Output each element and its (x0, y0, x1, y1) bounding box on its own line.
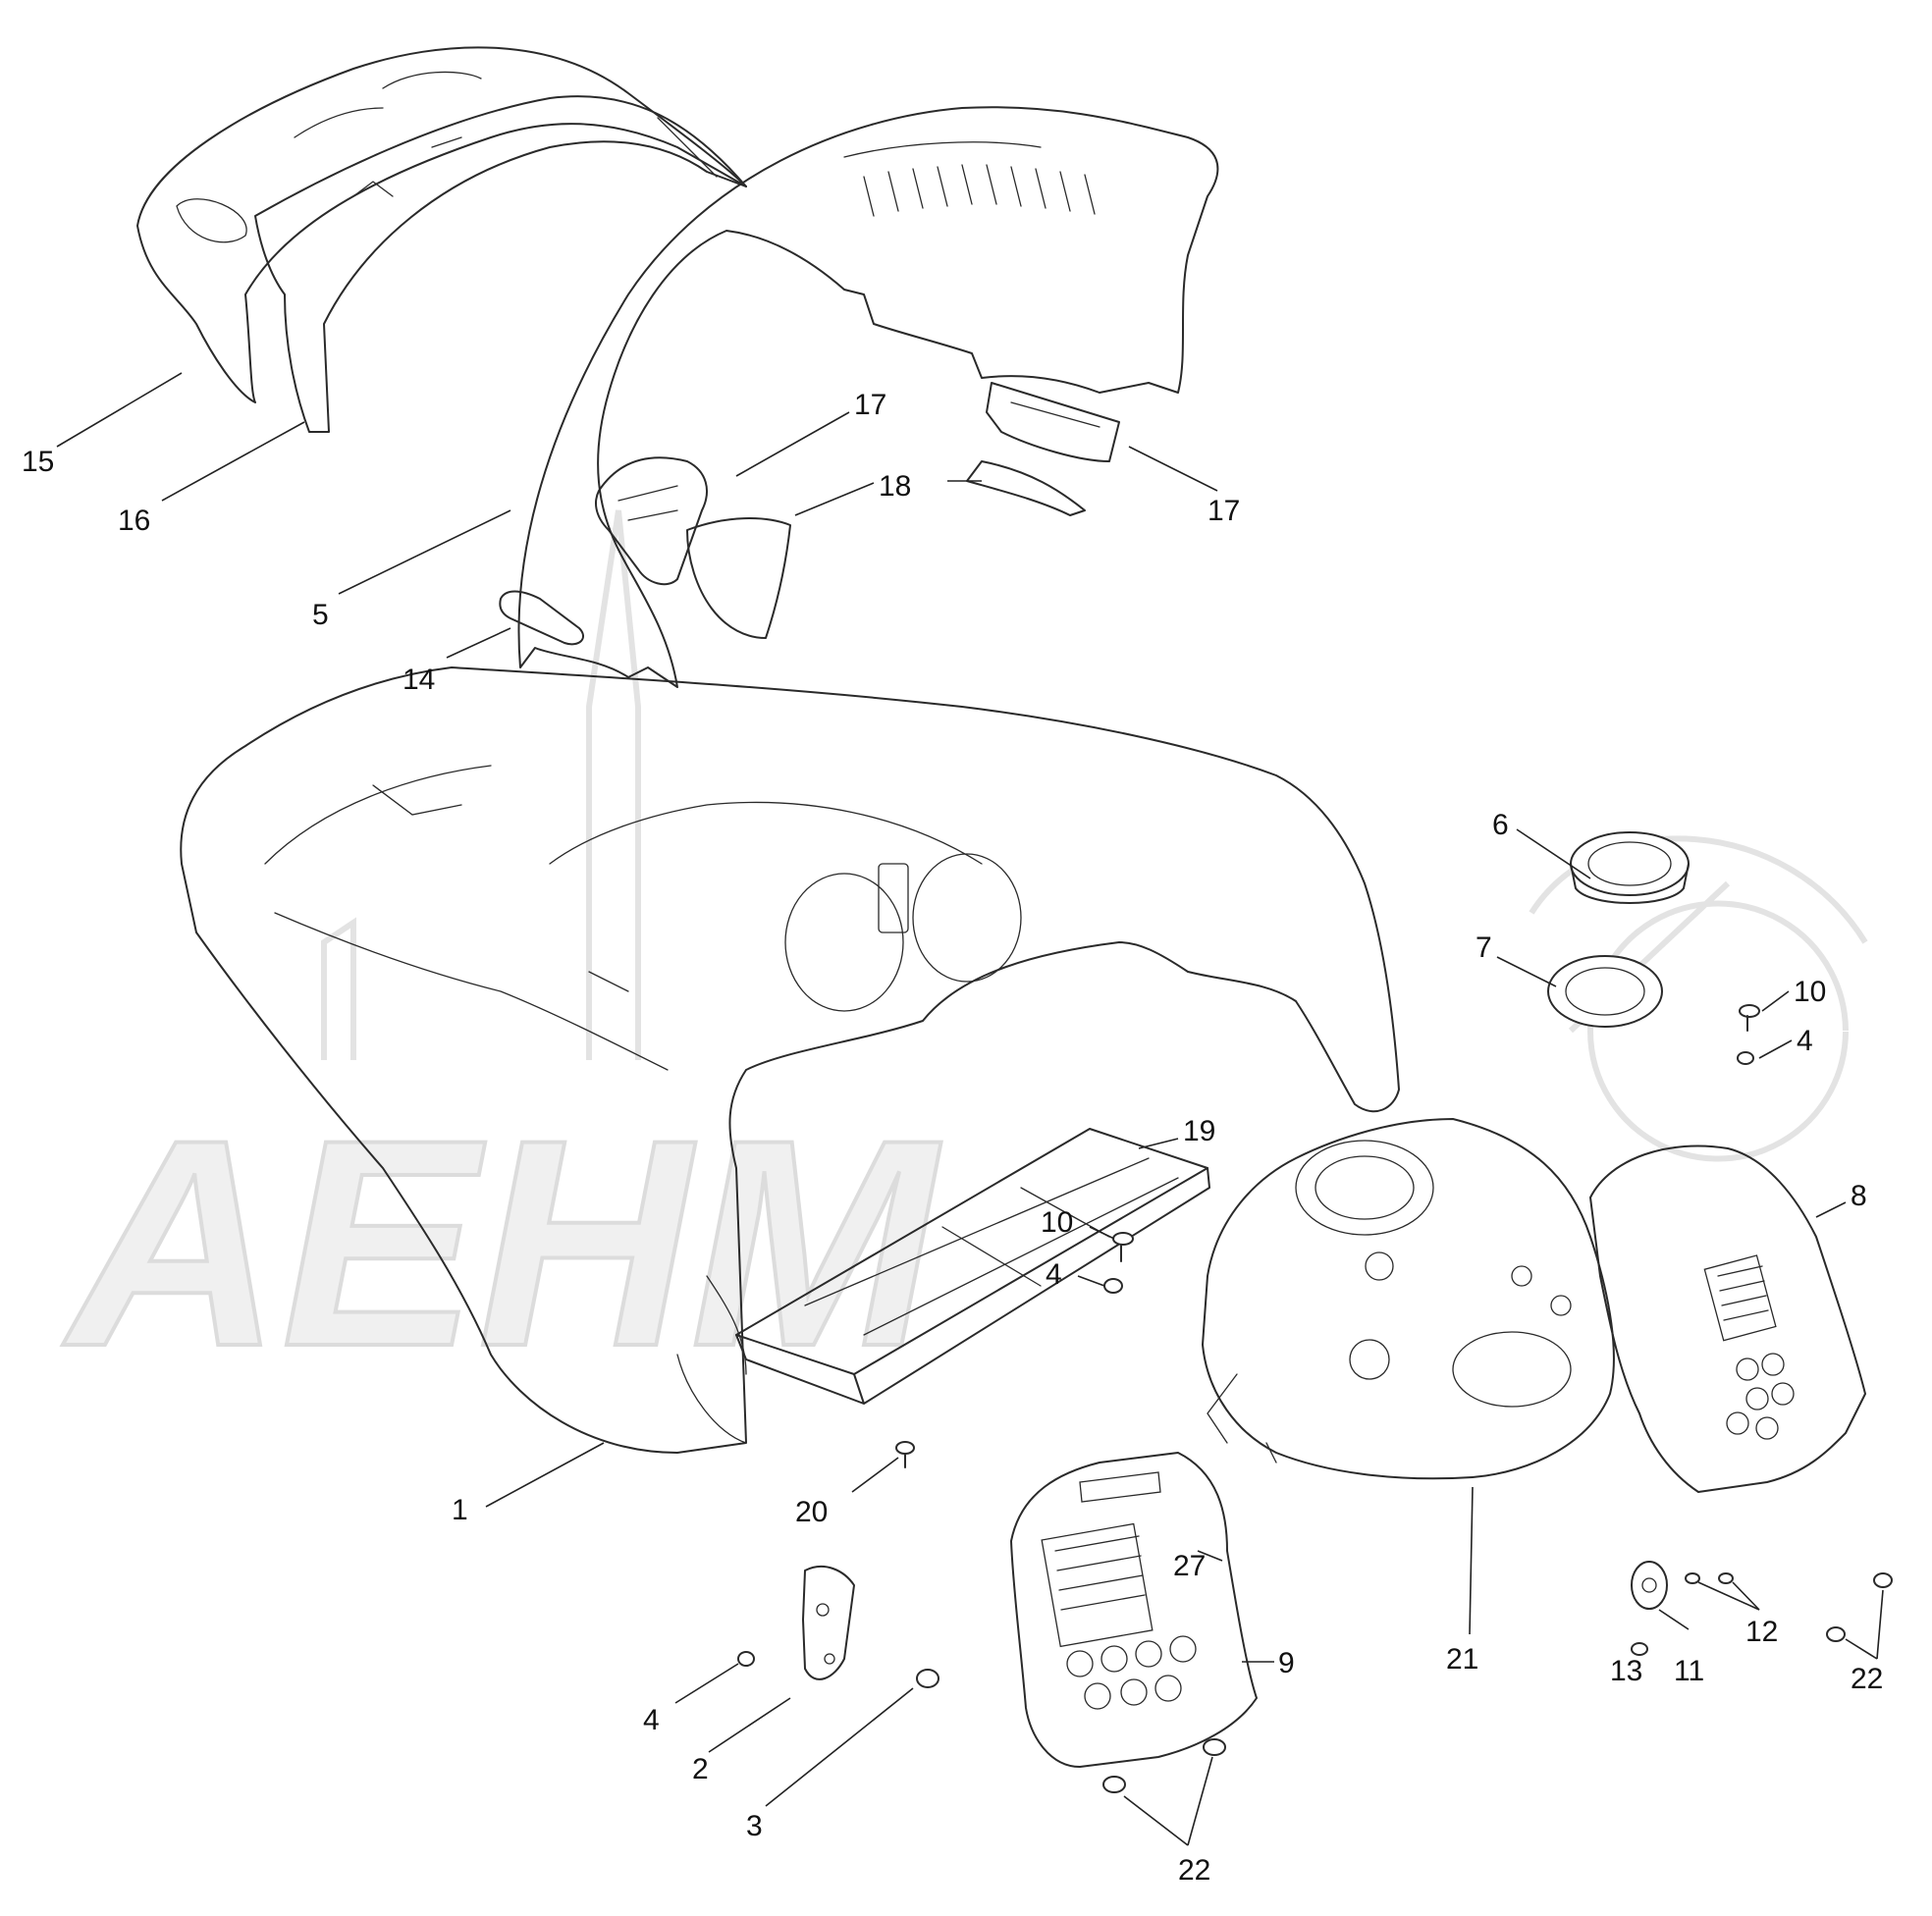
callout-27: 27 (1173, 1550, 1206, 1582)
part-4-washer-lower (737, 1651, 755, 1667)
callout-10-center: 10 (1041, 1206, 1073, 1239)
callout-4-upper: 4 (1797, 1025, 1813, 1057)
leader-lines (56, 372, 1884, 1846)
part-1-main-body (180, 666, 1400, 1454)
callout-1: 1 (452, 1494, 468, 1526)
callout-16: 16 (118, 505, 150, 537)
part-11-latch (1631, 1561, 1668, 1610)
watermark-city-graphic (321, 509, 641, 1060)
part-10-screw-upper (1739, 1004, 1760, 1032)
part-21-console-housing (1202, 1118, 1615, 1480)
callout-6: 6 (1492, 809, 1509, 841)
callout-8: 8 (1851, 1180, 1867, 1212)
callout-3: 3 (746, 1810, 763, 1842)
callout-22-bottom: 22 (1178, 1854, 1210, 1887)
callout-21: 21 (1446, 1643, 1478, 1676)
callout-4-center: 4 (1046, 1258, 1062, 1291)
callout-7: 7 (1476, 931, 1492, 964)
callout-10-upper: 10 (1794, 976, 1826, 1008)
part-22-pins-right (1826, 1572, 1893, 1642)
part-4-washer-upper (1737, 1051, 1754, 1065)
part-5-upper-hood (517, 106, 1219, 688)
part-22-pins-bottom (1102, 1738, 1226, 1793)
part-4-washer-center (1103, 1278, 1123, 1294)
callout-13: 13 (1610, 1655, 1642, 1687)
watermark: AEHM (58, 509, 1868, 1410)
callout-18: 18 (879, 470, 911, 503)
watermark-text: AEHM (60, 1078, 944, 1408)
callout-17-left: 17 (854, 389, 886, 421)
part-9-left-panel (1010, 1452, 1258, 1768)
part-16-upper-shroud (254, 95, 747, 433)
part-17-right-bracket (986, 382, 1120, 462)
part-13-washer (1631, 1642, 1648, 1656)
part-7-gasket-ring (1547, 955, 1663, 1028)
callout-12: 12 (1745, 1616, 1778, 1648)
part-3-nut (916, 1669, 939, 1688)
part-18-right-strip (966, 460, 1086, 516)
callout-labels: 15 16 17 17 18 5 14 6 7 10 4 19 8 10 4 1… (22, 389, 1883, 1887)
callout-20: 20 (795, 1496, 828, 1528)
callout-17-right: 17 (1208, 495, 1240, 527)
callout-22-right: 22 (1851, 1663, 1883, 1695)
callout-2: 2 (692, 1753, 709, 1785)
part-2-bracket (802, 1566, 855, 1680)
callout-14: 14 (402, 664, 435, 696)
callout-15: 15 (22, 446, 54, 478)
part-17-left-bracket (595, 456, 708, 586)
part-19-tray (735, 1128, 1210, 1405)
callout-4-lower: 4 (643, 1704, 660, 1736)
part-18-left-panel (686, 517, 791, 639)
part-15-rear-cover (136, 46, 747, 403)
part-20-bolt (895, 1441, 915, 1468)
part-14-grommet (499, 590, 584, 646)
callout-9: 9 (1278, 1647, 1295, 1679)
callout-11: 11 (1674, 1655, 1704, 1687)
part-6-filler-neck (1570, 831, 1690, 904)
callout-19: 19 (1183, 1115, 1215, 1147)
part-8-right-panel (1589, 1144, 1866, 1493)
part-12-screws (1685, 1572, 1734, 1584)
callout-5: 5 (312, 599, 329, 631)
